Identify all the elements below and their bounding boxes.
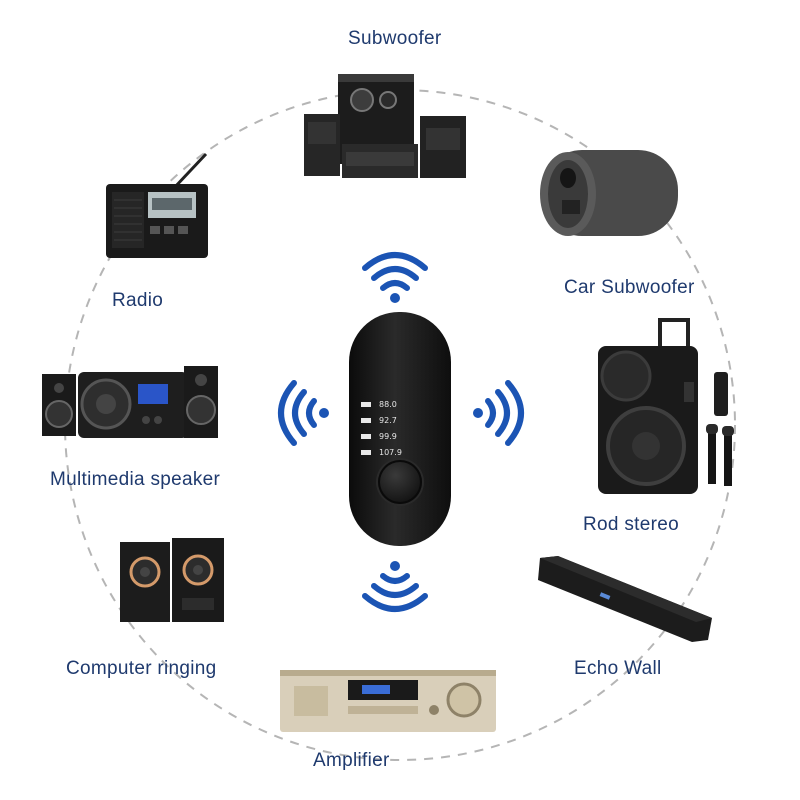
computer-speaker-image — [118, 536, 228, 626]
label-multimedia-speaker: Multimedia speaker — [50, 469, 221, 490]
fm-transmitter-device: 88.0 92.7 99.9 107.9 — [349, 312, 451, 546]
echo-wall-image — [536, 554, 716, 654]
multimedia-speaker-image — [40, 362, 220, 442]
frequency-label-3: 99.9 — [379, 432, 397, 441]
subwoofer-image — [302, 72, 472, 182]
label-amplifier: Amplifier — [313, 750, 390, 771]
frequency-label-1: 88.0 — [379, 400, 397, 409]
label-subwoofer: Subwoofer — [348, 28, 442, 49]
radio-image — [104, 152, 214, 262]
label-rod-stereo: Rod stereo — [583, 514, 679, 535]
label-computer-ringing: Computer ringing — [66, 658, 217, 679]
car-subwoofer-image — [530, 138, 690, 248]
wifi-signal-icon-top — [360, 248, 430, 308]
wifi-signal-icon-left — [274, 378, 334, 448]
rod-stereo-image — [590, 318, 750, 498]
amplifier-image — [278, 666, 498, 736]
frequency-indicator-panel: 88.0 92.7 99.9 107.9 — [361, 400, 441, 464]
label-echo-wall: Echo Wall — [574, 658, 662, 679]
transmitter-button[interactable] — [378, 460, 422, 504]
wifi-signal-icon-right — [468, 378, 528, 448]
wifi-signal-icon-bottom — [360, 556, 430, 616]
label-car-subwoofer: Car Subwoofer — [564, 277, 695, 298]
frequency-label-2: 92.7 — [379, 416, 397, 425]
frequency-label-4: 107.9 — [379, 448, 402, 457]
label-radio: Radio — [112, 290, 164, 311]
